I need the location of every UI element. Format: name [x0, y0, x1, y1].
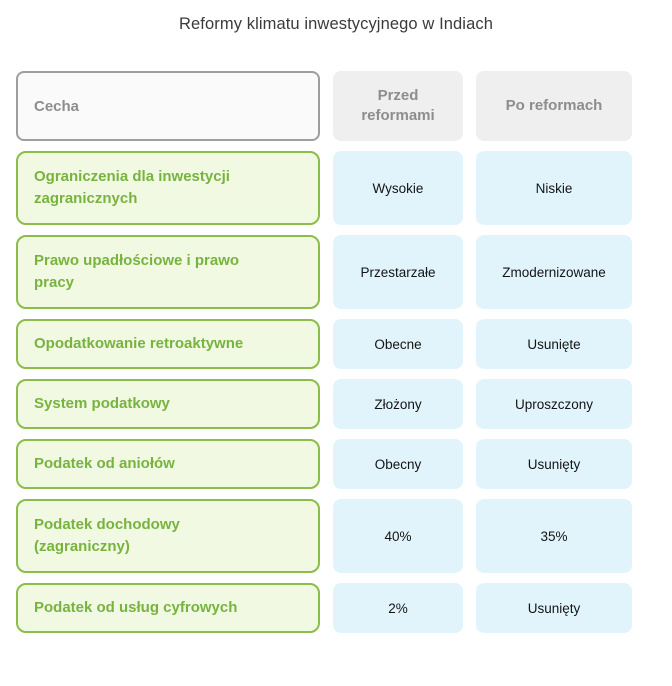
feature-cell: Opodatkowanie retroaktywne — [16, 319, 320, 369]
before-value-cell: Złożony — [333, 379, 463, 429]
before-value-cell: 2% — [333, 583, 463, 633]
feature-cell: Prawo upadłościowe i prawo pracy — [16, 235, 320, 309]
column-header-after-reforms: Po reformach — [476, 71, 632, 141]
after-value-cell: Uproszczony — [476, 379, 632, 429]
feature-cell: Ograniczenia dla inwestycji zagranicznyc… — [16, 151, 320, 225]
before-value-cell: 40% — [333, 499, 463, 573]
after-value-cell: Usunięty — [476, 439, 632, 489]
column-header-before-reforms: Przed reformami — [333, 71, 463, 141]
feature-cell: System podatkowy — [16, 379, 320, 429]
feature-cell: Podatek od aniołów — [16, 439, 320, 489]
feature-cell: Podatek dochodowy (zagraniczny) — [16, 499, 320, 573]
comparison-table: Cecha Przed reformami Po reformach Ogran… — [16, 71, 632, 633]
page-title: Reformy klimatu inwestycyjnego w Indiach — [179, 15, 493, 33]
after-value-cell: Zmodernizowane — [476, 235, 632, 309]
before-value-cell: Obecne — [333, 319, 463, 369]
reforms-infographic: Reformy klimatu inwestycyjnego w Indiach… — [0, 15, 672, 633]
after-value-cell: Usunięte — [476, 319, 632, 369]
after-value-cell: Niskie — [476, 151, 632, 225]
before-value-cell: Obecny — [333, 439, 463, 489]
after-value-cell: Usunięty — [476, 583, 632, 633]
before-value-cell: Przestarzałe — [333, 235, 463, 309]
feature-cell: Podatek od usług cyfrowych — [16, 583, 320, 633]
after-value-cell: 35% — [476, 499, 632, 573]
column-header-feature: Cecha — [16, 71, 320, 141]
before-value-cell: Wysokie — [333, 151, 463, 225]
